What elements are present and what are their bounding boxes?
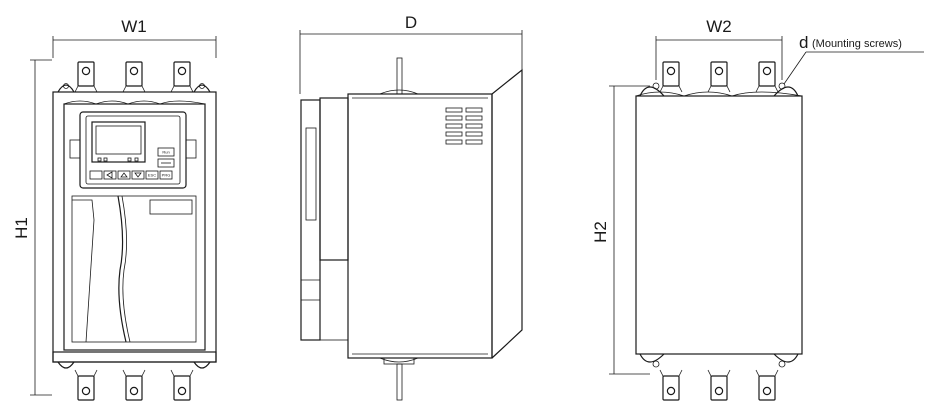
d-label: D xyxy=(405,13,417,32)
key-b: PRG xyxy=(162,173,171,178)
mount-d-label: d xyxy=(799,33,808,52)
vent-slots xyxy=(445,107,483,145)
mount-note-label: (Mounting screws) xyxy=(812,38,902,50)
key-a: ESC xyxy=(148,173,156,178)
h1-label: H1 xyxy=(12,217,31,239)
key-run: Run xyxy=(162,150,169,155)
back-view: W2 H2 d (Mounting screws) xyxy=(591,17,924,401)
side-view: D xyxy=(299,13,523,401)
front-view: W1 H1 Run xyxy=(12,17,217,401)
h2-label: H2 xyxy=(591,221,610,243)
w2-label: W2 xyxy=(706,17,732,36)
w1-label: W1 xyxy=(121,17,147,36)
